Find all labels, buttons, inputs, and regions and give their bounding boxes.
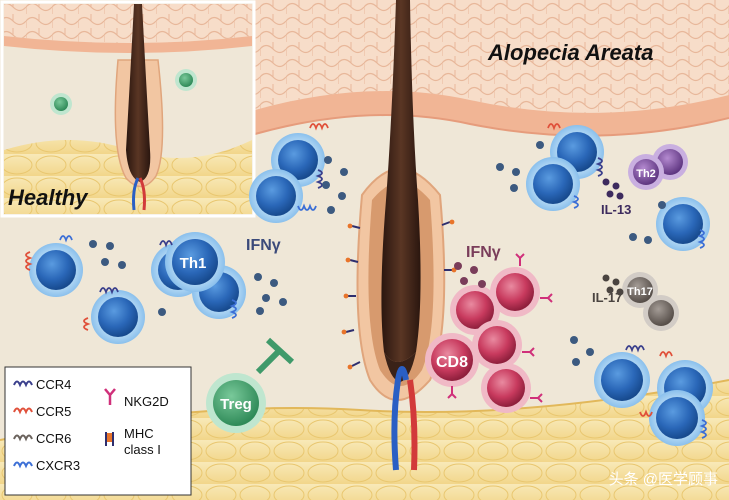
- legend-item-ccr4: CCR4: [13, 377, 71, 392]
- t-cell-cluster-lower-right: [594, 352, 713, 446]
- ccr6-receptor-icon: [13, 434, 33, 442]
- watermark: 头条 @医学顾事: [609, 471, 718, 488]
- il17-dots: [602, 274, 624, 296]
- legend-label-cxcr3: CXCR3: [36, 458, 80, 473]
- cd8-label: CD8: [436, 354, 468, 371]
- th1-label: Th1: [180, 255, 207, 272]
- healthy-treg-cell: [50, 93, 72, 115]
- t-cell-cluster-upper-left: [249, 133, 325, 223]
- epidermis-layer: [254, 0, 729, 137]
- th17-cell-cluster: Th17: [622, 272, 679, 331]
- t-cell-right: [656, 197, 710, 251]
- cytokine-dots: [89, 141, 666, 366]
- ifn-gamma-left-label: IFNγ: [246, 237, 281, 254]
- legend-label-ccr6: CCR6: [36, 431, 71, 446]
- cd8-cell-cluster: CD8: [425, 253, 553, 413]
- legend-item-ccr6: CCR6: [13, 431, 71, 446]
- th2-cell-cluster: Th2: [628, 144, 688, 190]
- il17-label: IL-17: [592, 290, 622, 305]
- th2-label: Th2: [636, 168, 656, 180]
- th17-label: Th17: [627, 286, 653, 298]
- mhc-class-i-icon: [105, 432, 114, 446]
- treg-label: Treg: [220, 396, 252, 413]
- legend-item-ccr5: CCR5: [13, 404, 71, 419]
- legend-label-nkg2d: NKG2D: [124, 394, 169, 409]
- cxcr3-receptor-icon: [13, 461, 33, 469]
- ccr5-receptor-icon: [13, 407, 33, 415]
- legend-label-mhc-class: class I: [124, 442, 161, 457]
- t-cell-cluster-upper-right: [526, 125, 604, 211]
- legend-item-mhc: MHC class I: [105, 426, 161, 457]
- healthy-treg-cell: [175, 69, 197, 91]
- legend-item-cxcr3: CXCR3: [13, 458, 80, 473]
- legend-label-ccr4: CCR4: [36, 377, 71, 392]
- treg-cell: Treg: [206, 337, 295, 433]
- ifn-dots-cd8: [454, 262, 486, 288]
- main-title: Alopecia Areata: [487, 40, 653, 65]
- legend-label-mhc: MHC: [124, 426, 154, 441]
- ifn-gamma-right-label: IFNγ: [466, 244, 501, 261]
- legend: CCR4 CCR5 CCR6 CXCR3 NKG2D MHC class I: [4, 366, 192, 496]
- legend-item-nkg2d: NKG2D: [104, 388, 169, 409]
- legend-label-ccr5: CCR5: [36, 404, 71, 419]
- inset-title: Healthy: [8, 185, 89, 210]
- chemokine-receptors: [25, 123, 707, 439]
- ccr4-receptor-icon: [13, 380, 33, 388]
- il13-label: IL-13: [601, 202, 631, 217]
- t-cell-left-lower: [91, 290, 145, 344]
- t-cell-left: [29, 243, 83, 297]
- healthy-inset: [0, 0, 256, 218]
- hair-follicle: [341, 0, 457, 471]
- il13-dots: [602, 178, 624, 200]
- nkg2d-receptor-icon: [104, 388, 116, 405]
